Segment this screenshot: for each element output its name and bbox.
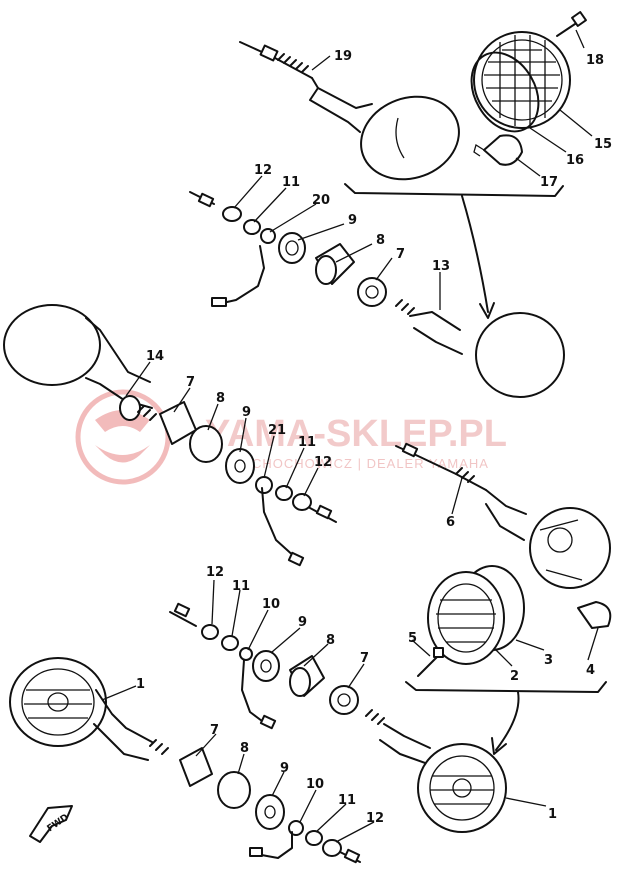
- part-label-1-left: 1: [136, 677, 145, 692]
- part-label-3: 3: [544, 653, 553, 668]
- part-label-12-c: 12: [206, 565, 224, 580]
- part-label-7-c: 7: [360, 651, 369, 666]
- part-label-7-b: 7: [186, 375, 195, 390]
- part-label-14: 14: [146, 349, 164, 364]
- part-label-12-d: 12: [366, 811, 384, 826]
- forward-direction-marker: FWD: [29, 805, 73, 843]
- part-label-15: 15: [594, 137, 612, 152]
- part-label-11-a: 11: [282, 175, 300, 190]
- part-label-7-d: 7: [210, 723, 219, 738]
- part-label-20: 20: [312, 193, 330, 208]
- part-label-5: 5: [408, 631, 417, 646]
- part-label-10-a: 10: [262, 597, 280, 612]
- part-label-13: 13: [432, 259, 450, 274]
- watermark-sub: CHOCHOWICZ | DEALER YAMAHA: [252, 456, 489, 471]
- part-label-18: 18: [586, 53, 604, 68]
- part-label-9-d: 9: [280, 761, 289, 776]
- part-label-8-b: 8: [216, 391, 225, 406]
- part-label-8-a: 8: [376, 233, 385, 248]
- part-label-17: 17: [540, 175, 558, 190]
- part-label-6: 6: [446, 515, 455, 530]
- middle-right-assembly: [395, 442, 612, 755]
- watermark-main: YAMA-SKLEP.PL: [205, 413, 507, 455]
- part-label-19: 19: [334, 49, 352, 64]
- part-label-12-b: 12: [314, 455, 332, 470]
- part-label-7-a: 7: [396, 247, 405, 262]
- part-label-16: 16: [566, 153, 584, 168]
- lower-assembly: [9, 602, 507, 864]
- top-signal-assembly: [239, 11, 587, 319]
- part-label-10-b: 10: [306, 777, 324, 792]
- upper-middle-assembly: [189, 191, 565, 398]
- middle-left-assembly: [3, 304, 337, 567]
- part-label-12-a: 12: [254, 163, 272, 178]
- part-label-9-c: 9: [298, 615, 307, 630]
- part-label-8-c: 8: [326, 633, 335, 648]
- part-label-2: 2: [510, 669, 519, 684]
- watermark: YAMA-SKLEP.PL CHOCHOWICZ | DEALER YAMAHA: [75, 389, 507, 485]
- part-label-11-b: 11: [298, 435, 316, 450]
- part-label-4: 4: [586, 663, 595, 678]
- part-labels: 19 18 15 16 17 12 11 20 9 8 7 13 14 7 8 …: [136, 49, 612, 826]
- part-label-9-a: 9: [348, 213, 357, 228]
- part-label-9-b: 9: [242, 405, 251, 420]
- leader-lines: [101, 29, 599, 843]
- part-label-21: 21: [268, 423, 286, 438]
- part-label-11-c: 11: [232, 579, 250, 594]
- part-label-8-d: 8: [240, 741, 249, 756]
- part-label-11-d: 11: [338, 793, 356, 808]
- part-label-1-right: 1: [548, 807, 557, 822]
